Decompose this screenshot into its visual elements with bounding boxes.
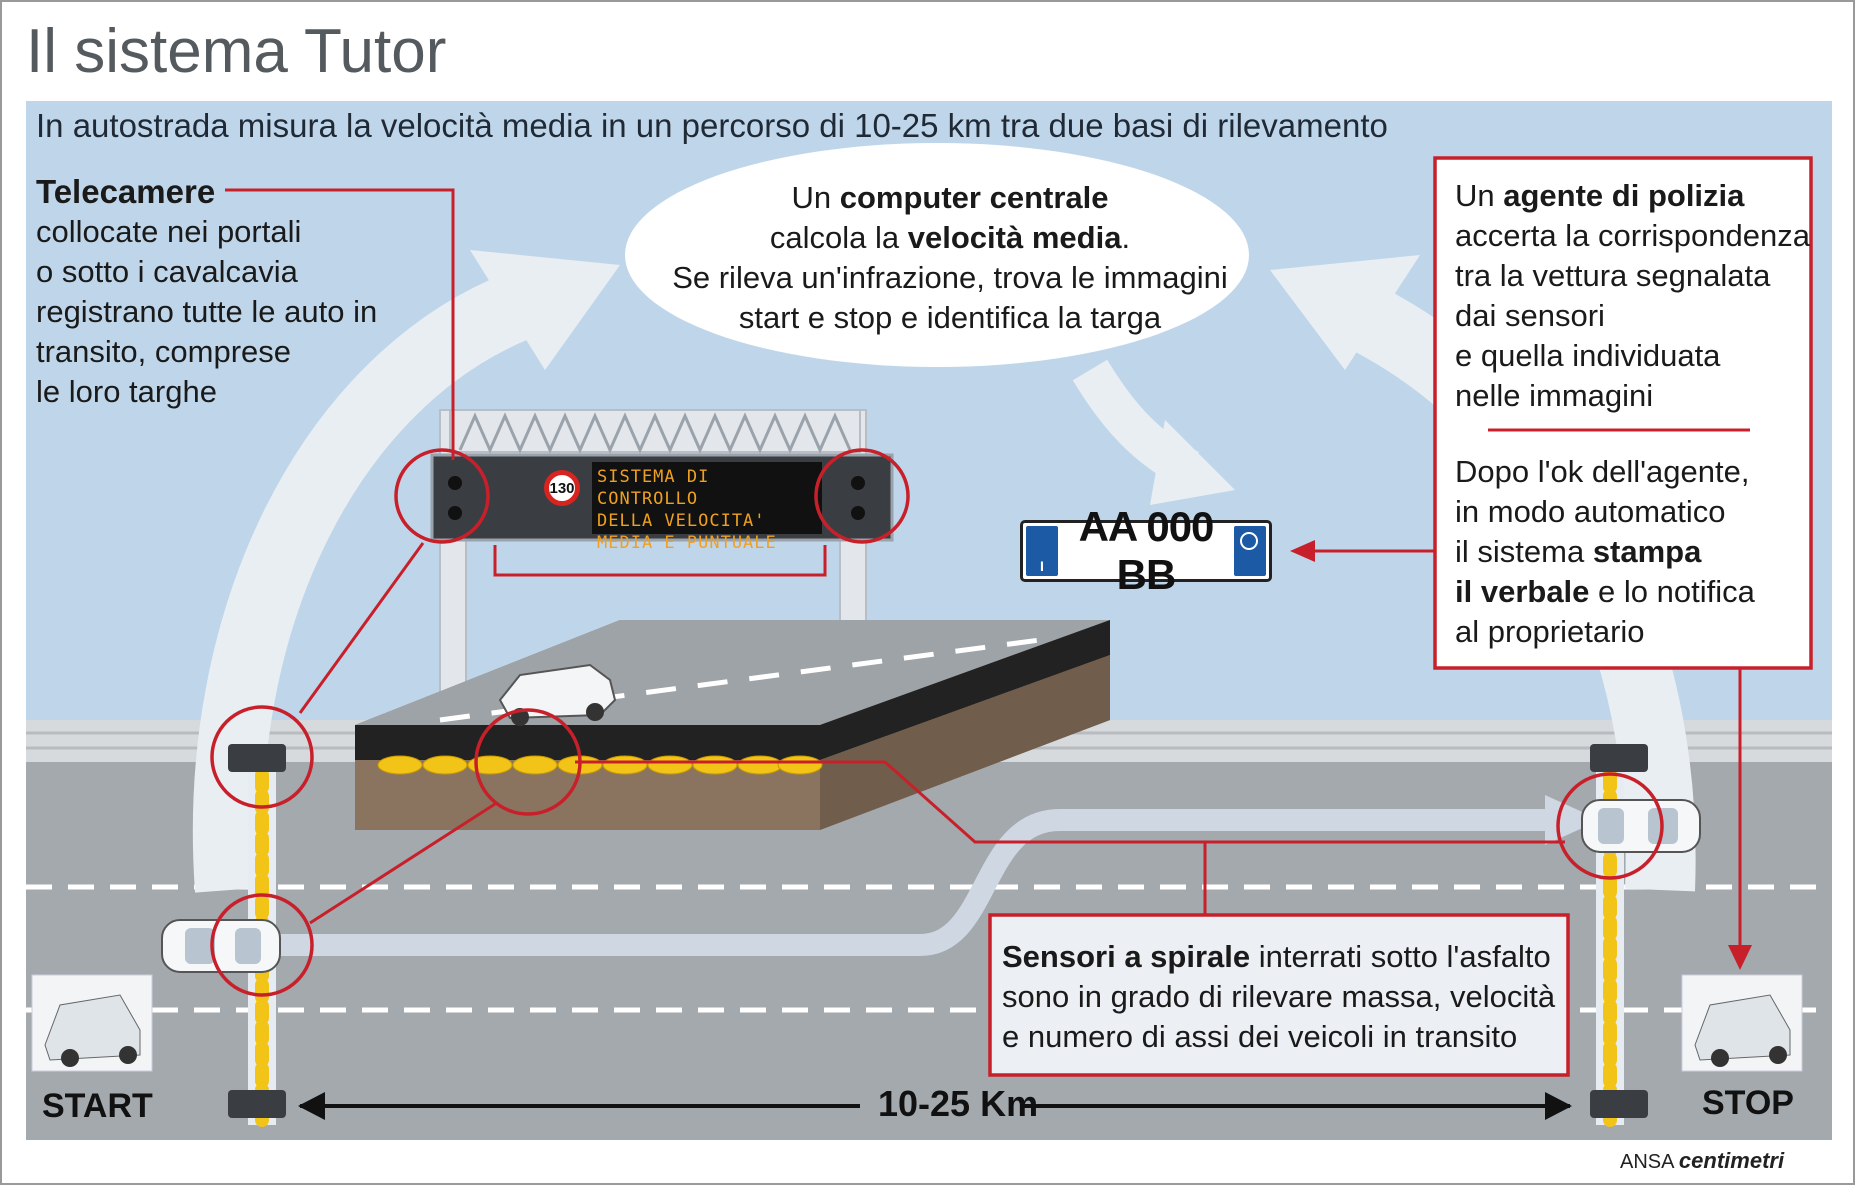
license-plate: I AA 000 BB [1020, 503, 1272, 598]
sensori-text: Sensori a spirale interrati sotto l'asfa… [1002, 937, 1562, 1057]
vms-line: DELLA VELOCITA' [597, 511, 766, 531]
agente-line: tra la vettura segnalata [1455, 258, 1771, 293]
distance-label: 10-25 Km [878, 1083, 1039, 1124]
telecamere-line: transito, comprese [36, 334, 291, 369]
province-seal-icon [1234, 526, 1266, 576]
camera-icon [1590, 744, 1648, 772]
verbale-l3-pre: il sistema [1455, 534, 1593, 569]
telecamere-line: registrano tutte le auto in [36, 294, 378, 329]
computer-l1-pre: Un [791, 180, 840, 215]
subtitle: In autostrada misura la velocità media i… [36, 107, 1388, 144]
sensori-l1-bold: Sensori a spirale [1002, 939, 1251, 974]
agente-line: dai sensori [1455, 298, 1605, 333]
vms-line: SISTEMA DI CONTROLLO [597, 467, 710, 509]
eu-flag-icon: I [1026, 526, 1058, 576]
page-title: Il sistema Tutor [26, 17, 447, 86]
credit: ANSA centimetri [1620, 1148, 1784, 1174]
telecamere-line: o sotto i cavalcavia [36, 254, 298, 289]
credit-agency: ANSA [1620, 1151, 1674, 1173]
vms-line: MEDIA E PUNTUALE [597, 533, 777, 553]
computer-l2-post: . [1121, 220, 1131, 255]
verbale-l2: in modo automatico [1455, 494, 1726, 529]
computer-l4: start e stop e identifica la targa [738, 300, 1162, 335]
agente-text: Un agente di polizia accerta la corrispo… [1455, 176, 1815, 416]
verbale-l3-bold: stampa [1592, 534, 1702, 569]
stop-label: STOP [1702, 1084, 1794, 1122]
telecamere-heading: Telecamere [36, 173, 216, 210]
car-top-stop [1581, 799, 1701, 853]
telecamere-text: Telecamere collocate nei portali o sotto… [36, 172, 396, 412]
agente-line: accerta la corrispondenza [1455, 218, 1810, 253]
verbale-l4-bold: il verbale [1455, 574, 1590, 609]
computer-ellipse [625, 143, 1249, 367]
camera-icon [228, 744, 286, 772]
credit-brand: centimetri [1678, 1148, 1785, 1173]
verbale-l1: Dopo l'ok dell'agente, [1455, 454, 1750, 489]
verbale-l5: al proprietario [1455, 614, 1645, 649]
vehicle-path-arrow [280, 809, 1560, 956]
agente-l1-pre: Un [1455, 178, 1504, 213]
car-top-start [161, 919, 281, 973]
car-icon [498, 663, 617, 726]
left-flow-arrow [192, 272, 534, 893]
plate-number: AA 000 BB [1078, 503, 1215, 598]
speed-limit-sign: 130 [544, 470, 580, 506]
vms-text: SISTEMA DI CONTROLLO DELLA VELOCITA' MED… [597, 466, 817, 553]
agente-l1-bold: agente di polizia [1503, 178, 1745, 213]
computer-l1-bold: computer centrale [839, 180, 1109, 215]
callout-lines [225, 188, 1742, 958]
verbale-text: Dopo l'ok dell'agente, in modo automatic… [1455, 452, 1815, 652]
telecamere-line: collocate nei portali [36, 214, 302, 249]
agente-line: e quella individuata [1455, 338, 1721, 373]
computer-l3: Se rileva un'infrazione, trova le immagi… [672, 260, 1228, 295]
sensor-box [988, 913, 1570, 1077]
computer-l2-bold: velocità media [907, 220, 1122, 255]
camera-icon [1590, 1090, 1648, 1118]
agent-box [1433, 156, 1813, 670]
verbale-l4-post: e lo notifica [1589, 574, 1755, 609]
callout-circles [210, 448, 1664, 997]
camera-icon [228, 1090, 286, 1118]
telecamere-line: le loro targhe [36, 374, 217, 409]
sensori-l3: e numero di assi dei veicoli in transito [1002, 1019, 1518, 1054]
computer-text: Un computer centrale calcola la velocità… [650, 178, 1250, 338]
agente-line: nelle immagini [1455, 378, 1654, 413]
computer-l2-pre: calcola la [769, 220, 908, 255]
start-label: START [42, 1087, 153, 1125]
sensori-l2: sono in grado di rilevare massa, velocit… [1002, 979, 1556, 1014]
sensori-l1-post: interrati sotto l'asfalto [1250, 939, 1551, 974]
